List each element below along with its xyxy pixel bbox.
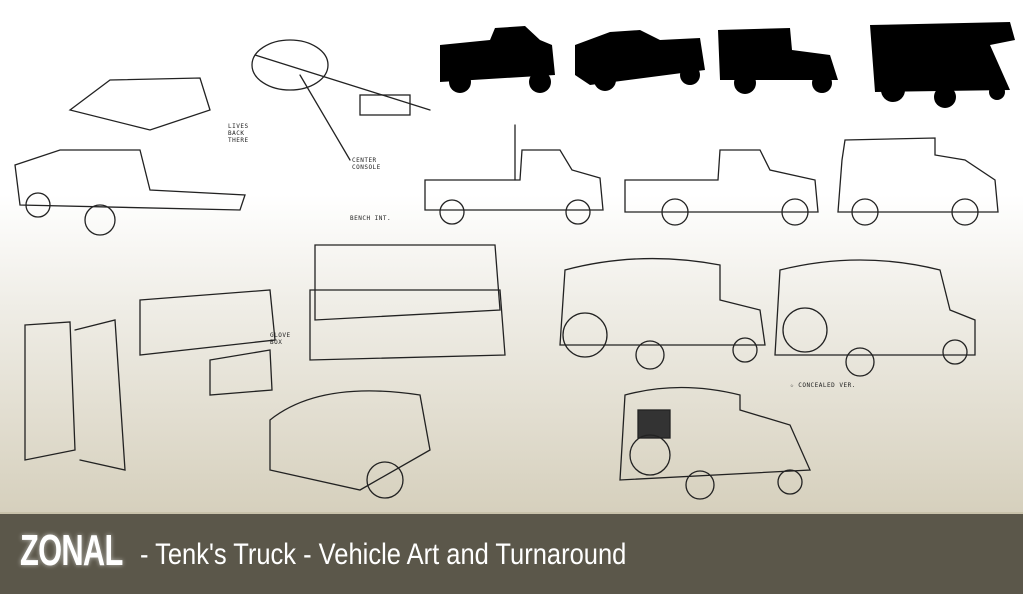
side-profile-2: [624, 149, 819, 226]
annotation-concealed-ver: ☆ CONCEALED VER.: [790, 382, 856, 389]
dashboard-glovebox-sketch: [139, 289, 276, 396]
side-profile-1: [424, 124, 604, 225]
three-quarter-view-concealed: [774, 259, 976, 377]
top-down-truck-sketch: [269, 390, 431, 499]
silhouette-3: [718, 28, 838, 94]
concept-art-sheet: LIVES BACK THERE CENTER CONSOLE BENCH IN…: [0, 0, 1023, 512]
three-quarter-view-tarp: [559, 257, 766, 370]
silhouette-4: [870, 22, 1015, 108]
door-open-sketch: [24, 319, 126, 471]
truck-sketches: [14, 22, 1015, 500]
title-banner: ZONAL - Tenk's Truck - Vehicle Art and T…: [0, 512, 1023, 594]
annotation-lives-back-there: LIVES BACK THERE: [228, 123, 249, 144]
bench-interior-sketch: [309, 244, 506, 361]
annotation-glove-box: GLOVE BOX: [270, 332, 291, 346]
silhouette-2: [575, 30, 705, 91]
side-profile-3: [837, 137, 999, 226]
annotation-center-console: CENTER CONSOLE: [352, 157, 381, 171]
page-title: - Tenk's Truck - Vehicle Art and Turnaro…: [140, 538, 627, 571]
zonal-logo: ZONAL: [20, 526, 123, 575]
rear-three-quarter-view: [619, 386, 811, 500]
annotation-bench-int: BENCH INT.: [350, 215, 392, 222]
steering-wheel-interior-sketch: [251, 39, 431, 161]
truck-with-tent-sketch: [14, 77, 246, 236]
silhouette-1: [440, 26, 555, 93]
